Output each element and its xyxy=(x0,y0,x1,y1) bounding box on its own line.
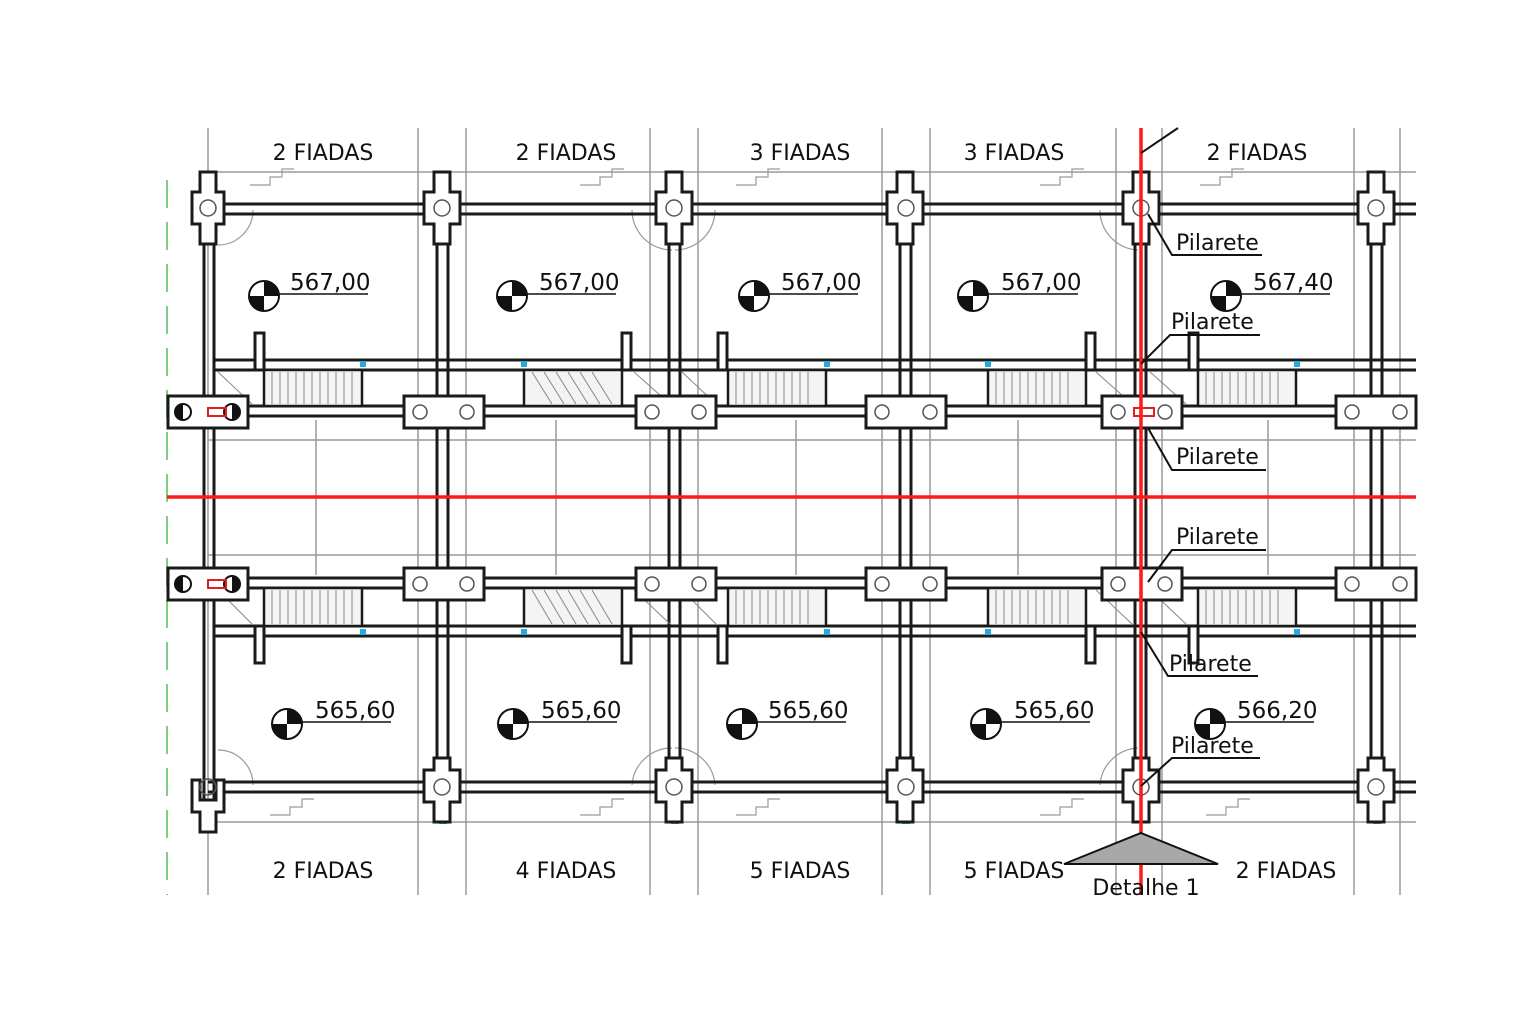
level-label: 567,00 xyxy=(1001,270,1081,296)
detail-label: Detalhe 1 xyxy=(1092,876,1199,901)
door-arcs xyxy=(217,209,1139,786)
pilarete-label: Pilarete xyxy=(1171,310,1254,335)
fiadas-label: 2 FIADAS xyxy=(273,859,374,884)
level-label: 567,00 xyxy=(781,270,861,296)
section-marks xyxy=(174,403,1155,593)
pilarete-label: Pilarete xyxy=(1176,445,1259,470)
fiadas-label: 4 FIADAS xyxy=(516,859,617,884)
pilarete-label: Pilarete xyxy=(1176,231,1259,256)
fiadas-label: 2 FIADAS xyxy=(1236,859,1337,884)
pilarete-label: Pilarete xyxy=(1171,734,1254,759)
fiadas-label: 2 FIADAS xyxy=(273,141,374,166)
fiadas-label: 5 FIADAS xyxy=(964,859,1065,884)
level-label: 565,60 xyxy=(1014,698,1094,724)
level-label: 567,00 xyxy=(539,270,619,296)
top-leader xyxy=(1140,127,1179,154)
pillars xyxy=(190,170,1396,834)
level-label: 565,60 xyxy=(541,698,621,724)
level-label: 566,20 xyxy=(1237,698,1317,724)
fiadas-label: 5 FIADAS xyxy=(750,859,851,884)
stair-treads xyxy=(217,371,1279,625)
pilarete-leaders xyxy=(1140,213,1266,787)
pillar-circles xyxy=(199,199,1385,796)
level-label: 567,00 xyxy=(290,270,370,296)
wall-stubs xyxy=(253,331,1200,665)
detail-marker xyxy=(1063,831,1219,865)
fiadas-label: 3 FIADAS xyxy=(964,141,1065,166)
pilarete-label: Pilarete xyxy=(1169,652,1252,677)
beam-circles xyxy=(412,404,1408,592)
level-label: 567,40 xyxy=(1253,270,1333,296)
step-symbols xyxy=(250,168,1250,816)
fiadas-label: 3 FIADAS xyxy=(750,141,851,166)
pilarete-label: Pilarete xyxy=(1176,525,1259,550)
fiadas-label: 2 FIADAS xyxy=(1207,141,1308,166)
level-underlines xyxy=(276,293,1330,723)
fiadas-label: 2 FIADAS xyxy=(516,141,617,166)
level-label: 565,60 xyxy=(315,698,395,724)
grid-lines xyxy=(207,128,1416,895)
level-label: 565,60 xyxy=(768,698,848,724)
level-markers xyxy=(248,280,1242,740)
